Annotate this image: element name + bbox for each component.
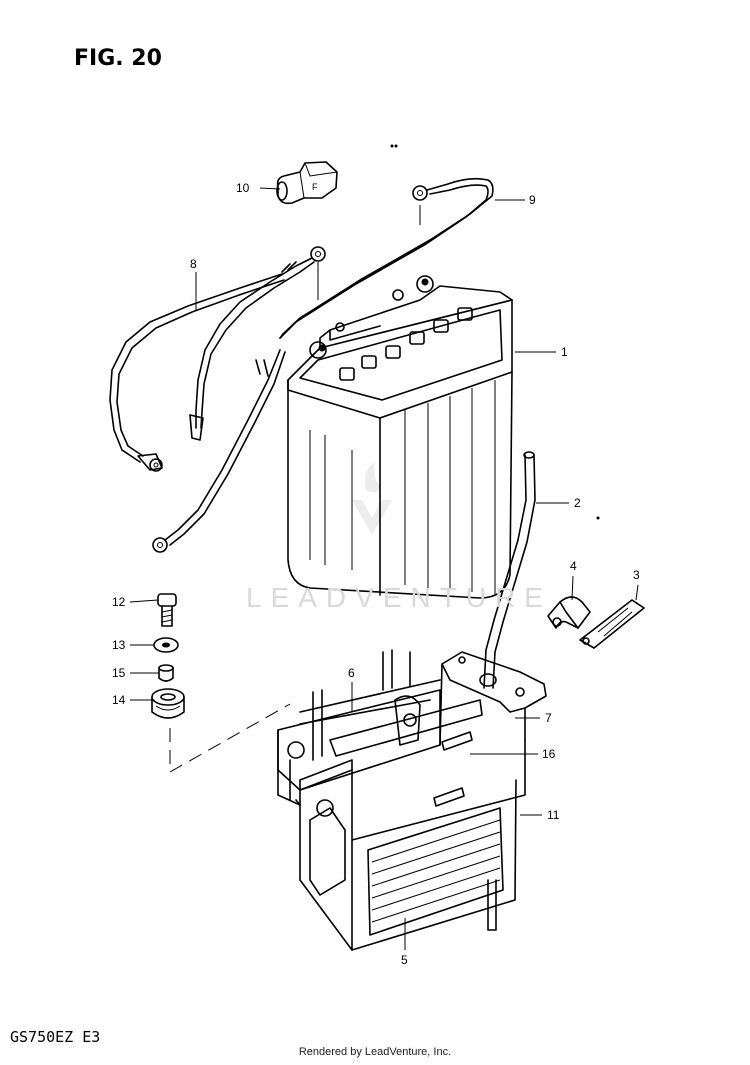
- callout-1: 1: [561, 345, 568, 359]
- callout-6: 6: [348, 666, 355, 680]
- part-2-breather-tube: [483, 451, 536, 689]
- figure-title: FIG. 20: [74, 46, 162, 71]
- part-11-tray-frame: [277, 729, 526, 951]
- part-6-battery-case: [277, 649, 483, 791]
- part-9-battery-cable: [279, 177, 494, 339]
- part-12-bolt: [157, 593, 177, 627]
- callout-labels: 10 9 8 1 2 4 3 12 13 15 14 6 7 16 11 5: [112, 181, 640, 967]
- callout-8: 8: [190, 257, 197, 271]
- watermark-text: LEADVENTURE: [246, 582, 552, 613]
- part-13-washer: [153, 637, 179, 653]
- callout-7: 7: [545, 711, 552, 725]
- callout-12: 12: [112, 595, 126, 609]
- callout-11: 11: [547, 808, 560, 822]
- callout-10: 10: [236, 181, 250, 195]
- callout-9: 9: [529, 193, 536, 207]
- callout-2: 2: [574, 496, 581, 510]
- watermark-logo: [352, 462, 392, 535]
- svg-text:F: F: [312, 182, 318, 192]
- part-4-clamp: [547, 596, 591, 629]
- assembly-line: [169, 703, 291, 773]
- model-code: GS750EZ E3: [10, 1028, 101, 1046]
- part-7-holder: [439, 651, 547, 746]
- callout-15: 15: [112, 666, 126, 680]
- battery-cell-caps: [339, 307, 473, 381]
- callout-16: 16: [542, 747, 556, 761]
- part-15-collar: [158, 664, 174, 682]
- part-14-cushion: [151, 688, 185, 719]
- leader-lines: [129, 187, 639, 950]
- callout-3: 3: [633, 568, 640, 582]
- part-3-strip: [579, 599, 645, 649]
- callout-5: 5: [401, 953, 408, 967]
- part-1-battery: [287, 275, 513, 599]
- callout-4: 4: [570, 559, 577, 573]
- render-credit: Rendered by LeadVenture, Inc.: [298, 1046, 452, 1058]
- callout-13: 13: [112, 638, 126, 652]
- callout-14: 14: [112, 693, 126, 707]
- part-8-ground-lead: [109, 246, 326, 553]
- part-10-terminal-boot: F: [276, 161, 338, 205]
